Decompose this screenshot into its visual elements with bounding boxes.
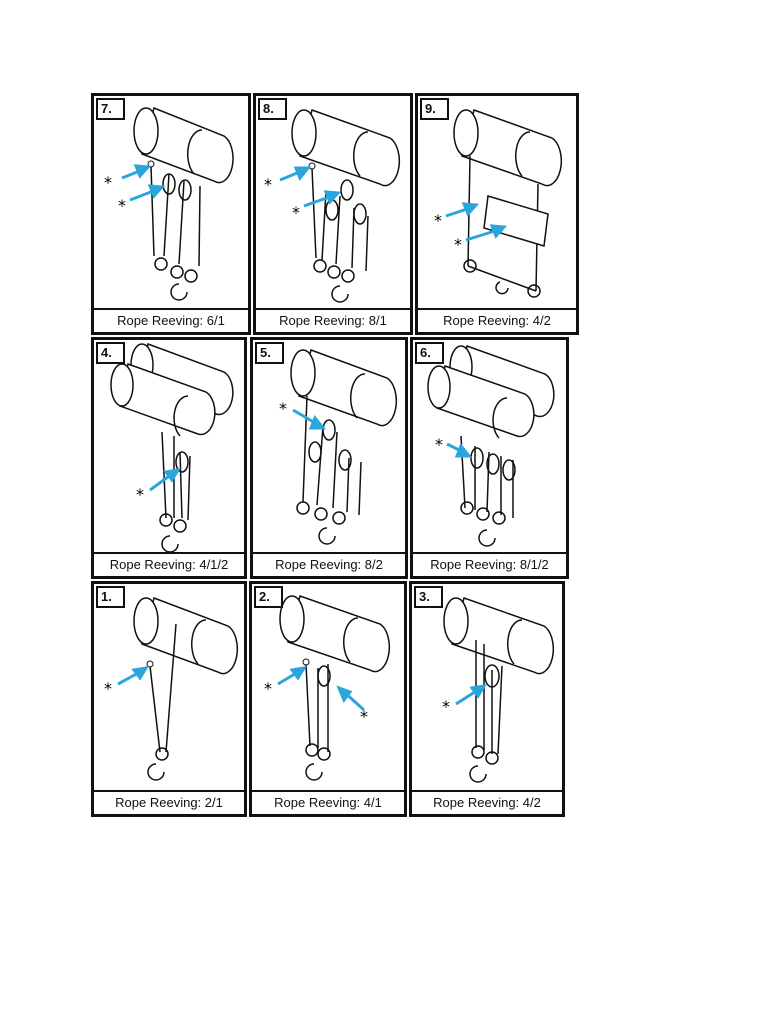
panel-caption: Rope Reeving: 8/1/2 bbox=[413, 552, 566, 576]
diagram-drum-4-2-single: * bbox=[442, 597, 555, 783]
marker-star: * bbox=[264, 679, 272, 698]
panel-reeving-9: * * 9. Rope Reeving: 4/2 bbox=[415, 93, 579, 335]
marker-star: * bbox=[435, 435, 443, 454]
panel-caption: Rope Reeving: 2/1 bbox=[94, 790, 244, 814]
panel-reeving-6: * 6. Rope Reeving: 8/1/2 bbox=[410, 337, 569, 579]
panel-reeving-5: * 5. Rope Reeving: 8/2 bbox=[250, 337, 408, 579]
panel-number: 9. bbox=[420, 98, 449, 120]
marker-star: * bbox=[360, 707, 368, 726]
panel-number: 4. bbox=[96, 342, 125, 364]
panel-caption: Rope Reeving: 4/2 bbox=[418, 308, 576, 332]
panel-number: 2. bbox=[254, 586, 283, 608]
diagram-drum-2-1: * bbox=[104, 597, 239, 781]
diagram-twin-drum-8-1-2: * bbox=[427, 344, 555, 547]
panel-caption: Rope Reeving: 4/2 bbox=[412, 790, 562, 814]
marker-star: * bbox=[136, 485, 144, 504]
diagram-drum-8-1: * * bbox=[264, 109, 401, 303]
panel-reeving-8: * * 8. Rope Reeving: 8/1 bbox=[253, 93, 413, 335]
marker-star: * bbox=[434, 211, 442, 230]
marker-star: * bbox=[442, 697, 450, 716]
diagram-twin-drum-4-1-2: * bbox=[110, 342, 234, 553]
panel-caption: Rope Reeving: 8/2 bbox=[253, 552, 405, 576]
panel-number: 8. bbox=[258, 98, 287, 120]
panel-reeving-2: * * 2. Rope Reeving: 4/1 bbox=[249, 581, 407, 817]
diagram-drum-6-1: * * bbox=[104, 106, 234, 301]
panel-reeving-7: * * 7. Rope Reeving: 6/1 bbox=[91, 93, 251, 335]
panel-reeving-1: * 1. Rope Reeving: 2/1 bbox=[91, 581, 247, 817]
panel-caption: Rope Reeving: 6/1 bbox=[94, 308, 248, 332]
diagram-drum-4-2: * * bbox=[434, 109, 563, 298]
marker-star: * bbox=[292, 203, 300, 222]
panel-number: 3. bbox=[414, 586, 443, 608]
marker-star: * bbox=[104, 173, 112, 192]
panel-caption: Rope Reeving: 8/1 bbox=[256, 308, 410, 332]
panel-reeving-3: * 3. Rope Reeving: 4/2 bbox=[409, 581, 565, 817]
panel-number: 6. bbox=[415, 342, 444, 364]
panel-number: 7. bbox=[96, 98, 125, 120]
marker-star: * bbox=[104, 679, 112, 698]
panel-reeving-4: * 4. Rope Reeving: 4/1/2 bbox=[91, 337, 247, 579]
marker-star: * bbox=[279, 399, 287, 418]
diagram-drum-4-1: * * bbox=[264, 595, 391, 781]
panel-number: 1. bbox=[96, 586, 125, 608]
panel-caption: Rope Reeving: 4/1 bbox=[252, 790, 404, 814]
panel-number: 5. bbox=[255, 342, 284, 364]
diagram-drum-8-2: * bbox=[279, 349, 398, 545]
marker-star: * bbox=[264, 175, 272, 194]
marker-star: * bbox=[118, 196, 126, 215]
marker-star: * bbox=[454, 235, 462, 254]
panel-caption: Rope Reeving: 4/1/2 bbox=[94, 552, 244, 576]
